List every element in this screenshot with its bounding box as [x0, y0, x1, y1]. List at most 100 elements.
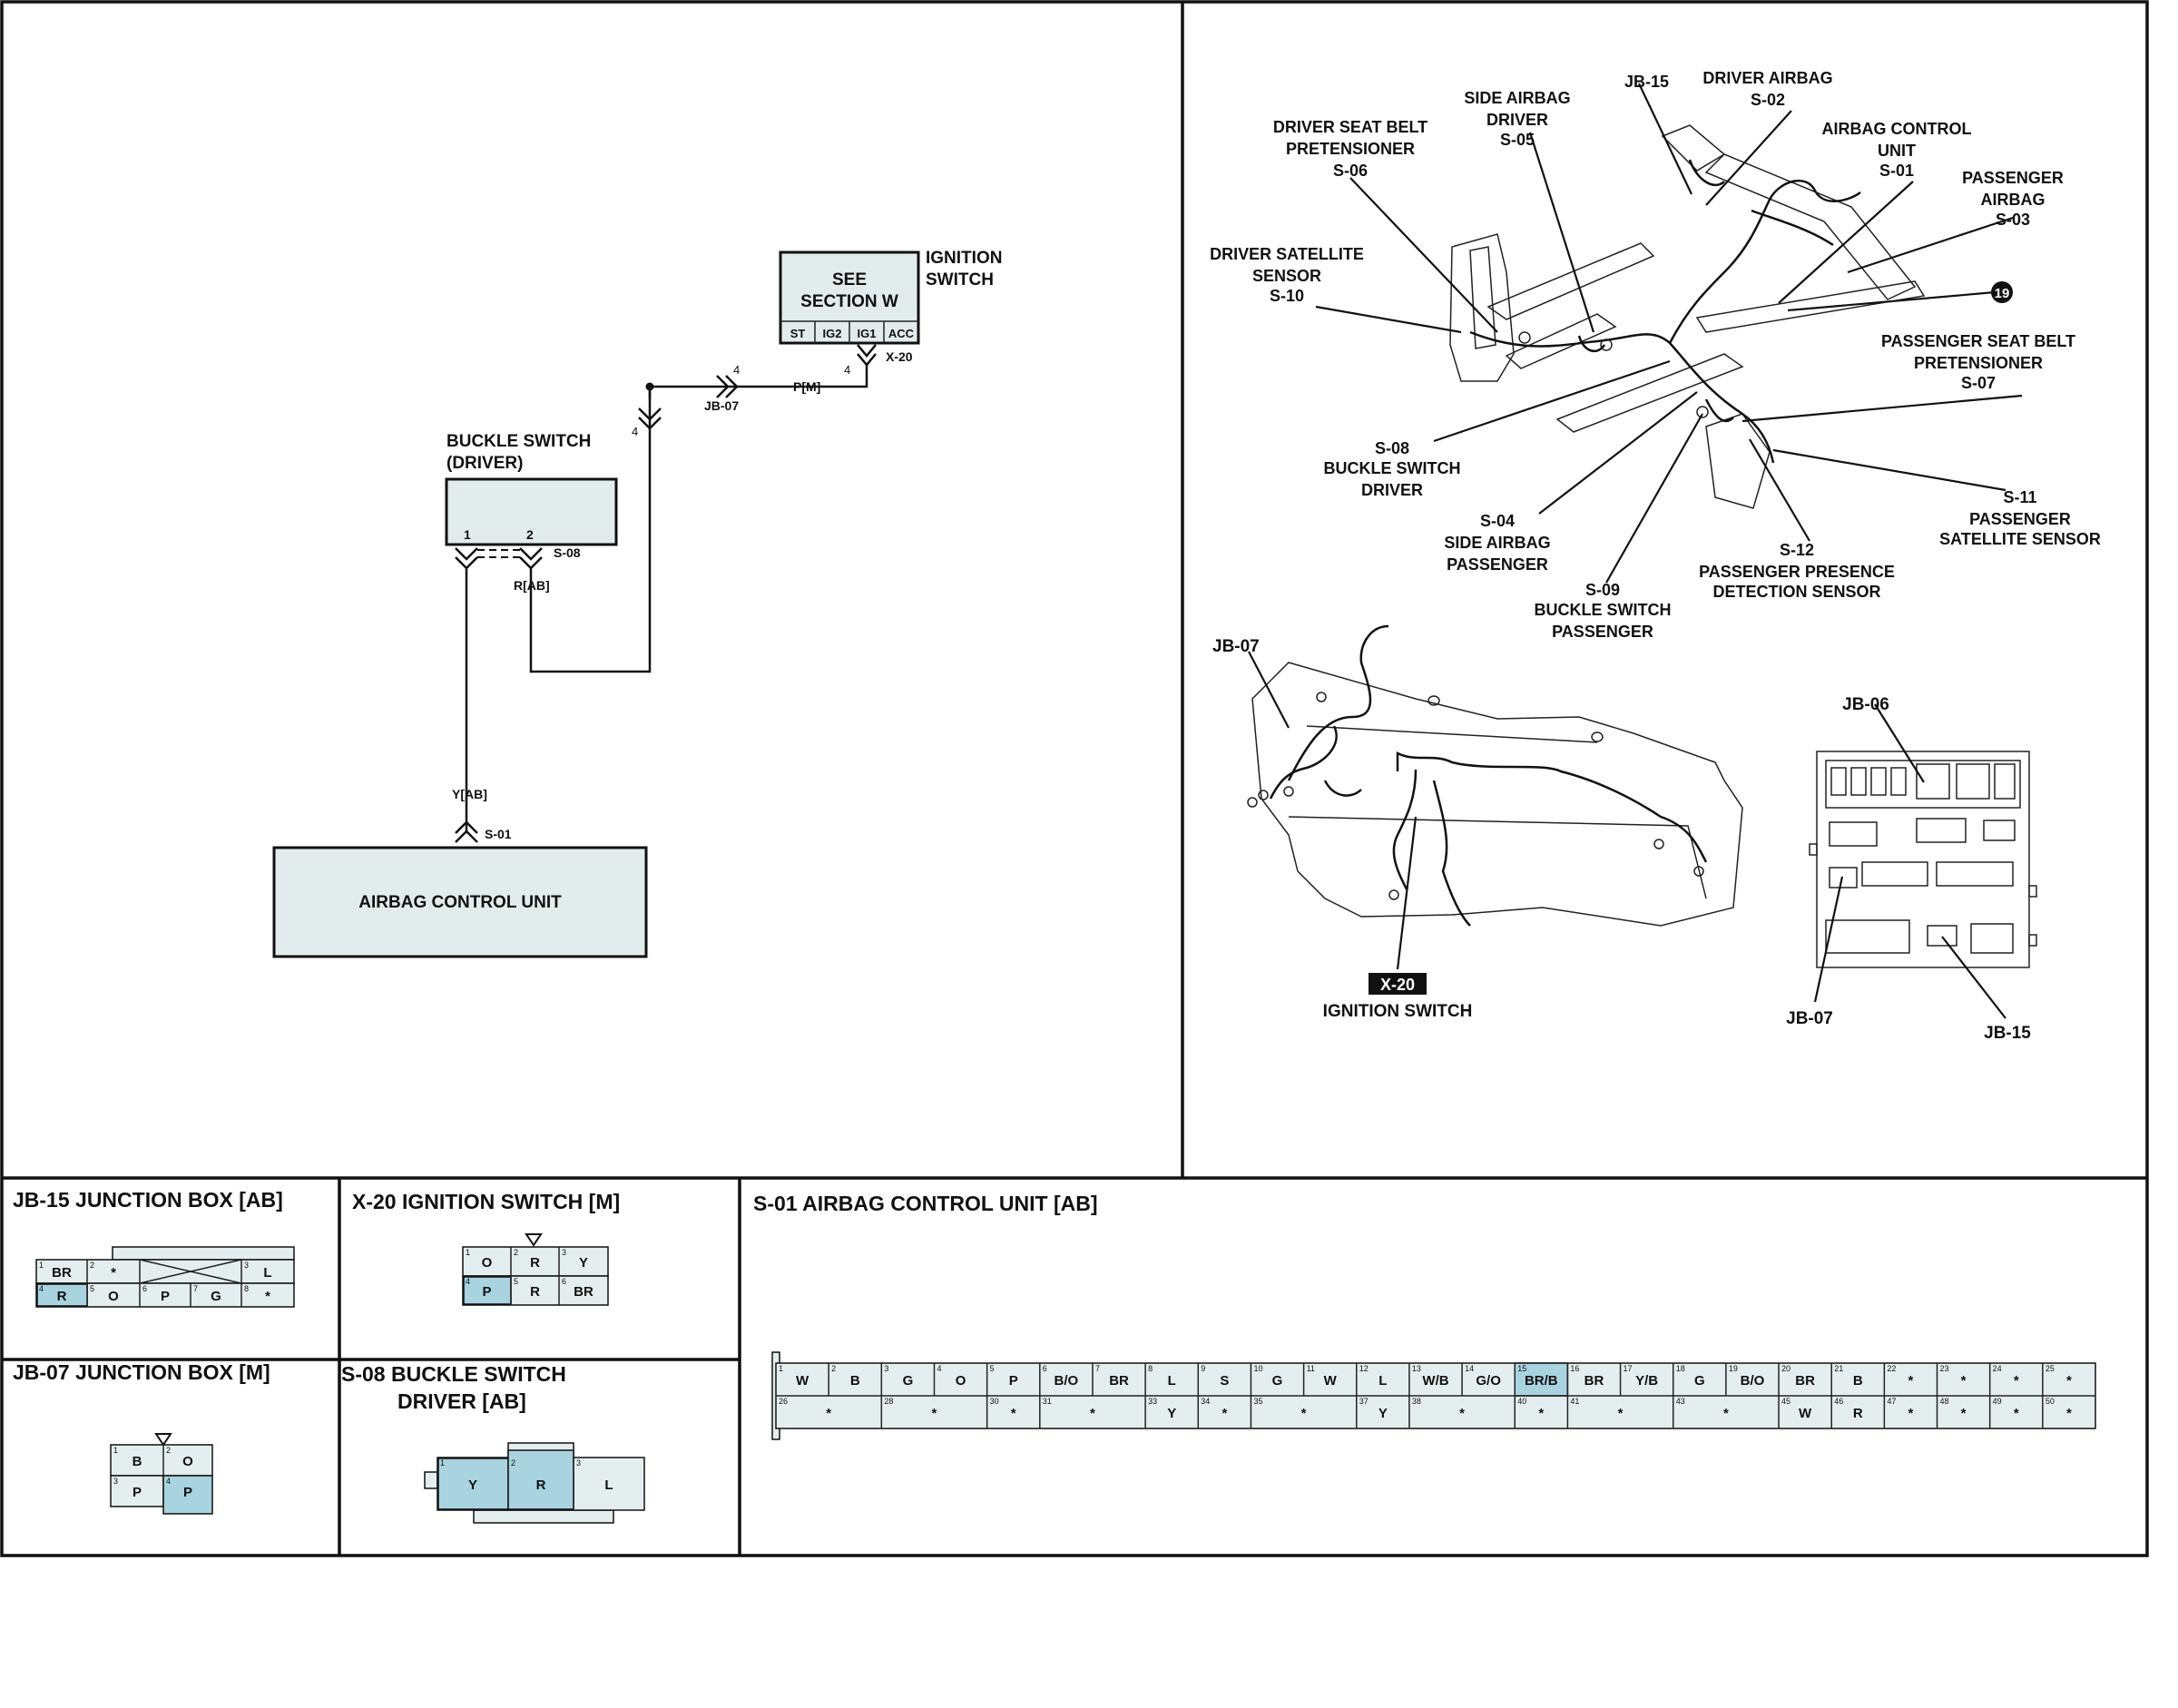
s01-bottom-cell-wire-color: * [1961, 1406, 1967, 1421]
acu-label: AIRBAG CONTROL UNIT [358, 893, 562, 912]
s01-top-cell-wire-color: B/O [1055, 1373, 1079, 1389]
callout-presence-3: DETECTION SENSOR [1712, 583, 1880, 601]
callout-jb06: JB-06 [1842, 695, 1889, 714]
callout-buckle-driver-1: S-08 [1375, 439, 1409, 457]
jb07-cell-wire-color: B [132, 1454, 142, 1469]
s01-bottom-cell-pin-number: 40 [1517, 1397, 1526, 1406]
callout-buckle-pass-3: PASSENGER [1552, 623, 1653, 641]
callout-jb15-box: JB-15 [1984, 1024, 2031, 1043]
callout-pass-sat-2: PASSENGER [1969, 510, 2071, 528]
s08-cell-wire-color: Y [468, 1477, 477, 1493]
s01-bottom-cell-wire-color: * [1618, 1406, 1624, 1421]
callout-pass-pretensioner-1: PASSENGER SEAT BELT [1881, 332, 2075, 350]
callout-presence-2: PASSENGER PRESENCE [1699, 563, 1895, 581]
s01-bottom-cell-wire-color: Y [1378, 1406, 1388, 1421]
s01-bottom-cell-wire-color: * [2014, 1406, 2019, 1421]
jb15-bottom-cell-pin-number: 5 [90, 1284, 94, 1293]
jb07-connector-symbol-b [638, 407, 662, 430]
jb15-bottom-cell-pin-number: 7 [193, 1284, 198, 1293]
s01-top-cell-pin-number: 9 [1201, 1364, 1205, 1373]
s01-bottom-cell-pin-number: 46 [1834, 1397, 1843, 1406]
s01-top-cell-wire-color: Y/B [1635, 1373, 1658, 1389]
callout-jb07-dash: JB-07 [1212, 637, 1260, 656]
s01-top-cell-pin-number: 20 [1781, 1364, 1790, 1373]
callout-pass-sat-3: SATELLITE SENSOR [1939, 530, 2101, 548]
callout-acu-3: S-01 [1879, 162, 1914, 180]
s01-top-cell-wire-color: G/O [1476, 1373, 1501, 1389]
s01-top-cell-wire-color: S [1220, 1373, 1229, 1389]
callout-x20-tag: X-20 [1380, 976, 1415, 994]
s08-cell-pin-number: 2 [511, 1458, 515, 1468]
s01-connector: 1W2B3G4O5P6B/O7BR8L9S10G11W12L13W/B14G/O… [771, 1351, 2096, 1440]
s08-pin2-symbol [519, 547, 543, 570]
vehicle-harness-illustration [1247, 83, 2037, 1019]
x20-tag-bg [1369, 973, 1427, 995]
x20-bottom-cell-pin-number: 6 [562, 1277, 566, 1286]
jb15-bottom-cell-pin-number: 4 [39, 1284, 44, 1293]
s08-pin1-symbol [455, 547, 478, 570]
s01-top-cell-pin-number: 3 [884, 1364, 888, 1373]
s01-top-cell-wire-color: W [1324, 1373, 1338, 1389]
callout-pass-pretensioner-3: S-07 [1961, 374, 1996, 392]
s01-top-cell-wire-color: L [1378, 1373, 1387, 1389]
s01-bottom-cell-pin-number: 50 [2046, 1397, 2055, 1406]
ground-19-label: 19 [1995, 286, 2010, 301]
s01-bottom-cell-pin-number: 30 [990, 1397, 999, 1406]
callout-pass-airbag-2: AIRBAG [1981, 191, 2046, 209]
s01-top-cell-wire-color: * [2014, 1373, 2019, 1389]
s01-top-cell-wire-color: L [1168, 1373, 1176, 1389]
ground-19-marker [1991, 281, 2013, 303]
callout-pass-airbag-1: PASSENGER [1962, 169, 2064, 187]
s01-bottom-cell-pin-number: 34 [1201, 1397, 1210, 1406]
location-callouts: JB-15 DRIVER AIRBAG S-02 SIDE AIRBAG DRI… [1210, 69, 2101, 1043]
s01-top-cell-wire-color: * [1961, 1373, 1967, 1389]
ignition-label-1: IGNITION [926, 249, 1002, 268]
ignition-switch-block: SEE SECTION W ST IG2 IG1 ACC IGNITION SW… [779, 249, 1002, 377]
s01-top-cell-wire-color: P [1009, 1373, 1018, 1389]
connector-views: JB-15 JUNCTION BOX [AB] X-20 IGNITION SW… [13, 1188, 2096, 1524]
s01-bottom-cell-pin-number: 49 [1993, 1397, 2002, 1406]
s01-bottom-cell-pin-number: 45 [1781, 1397, 1790, 1406]
s01-bottom-cell-pin-number: 37 [1359, 1397, 1369, 1406]
callout-presence-1: S-12 [1780, 541, 1814, 559]
s01-bottom-cell-pin-number: 28 [884, 1397, 893, 1406]
s08-cell-wire-color: L [604, 1477, 613, 1493]
wire-y-label: Y[AB] [452, 787, 487, 801]
s01-bottom-cell-wire-color: * [1221, 1406, 1227, 1421]
jb15-top-cell-wire-color: * [111, 1265, 116, 1281]
terminal-st: ST [790, 327, 806, 340]
schematic: SEE SECTION W ST IG2 IG1 ACC IGNITION SW… [272, 249, 1002, 958]
terminal-acc: ACC [888, 327, 915, 340]
x20-top-cell-wire-color: O [482, 1255, 493, 1271]
s01-title: S-01 AIRBAG CONTROL UNIT [AB] [753, 1192, 1098, 1215]
callout-buckle-pass-2: BUCKLE SWITCH [1535, 601, 1672, 619]
s01-top-cell-wire-color: G [1694, 1373, 1705, 1389]
callout-pass-sat-1: S-11 [2003, 488, 2036, 506]
s01-top-cell-pin-number: 14 [1465, 1364, 1474, 1373]
s01-bottom-cell-pin-number: 41 [1570, 1397, 1579, 1406]
x20-connector-label: X-20 [886, 349, 913, 364]
jb07-key-marker [154, 1433, 172, 1447]
s01-top-cell-wire-color: * [2066, 1373, 2072, 1389]
callout-driver-pretensioner-2: PRETENSIONER [1286, 140, 1415, 158]
s01-bottom-cell-wire-color: R [1853, 1406, 1863, 1421]
x20-top-cell-pin-number: 1 [466, 1248, 470, 1257]
s01-top-cell-wire-color: BR [1109, 1373, 1129, 1389]
x20-top-cell-pin-number: 2 [514, 1248, 518, 1257]
jb07-cell-wire-color: P [183, 1485, 192, 1500]
callout-buckle-driver-2: BUCKLE SWITCH [1324, 459, 1461, 477]
s01-top-cell-pin-number: 22 [1887, 1364, 1896, 1373]
jb07-cell-wire-color: P [132, 1485, 142, 1500]
s01-bottom-cell-wire-color: * [1459, 1406, 1465, 1421]
jb07-connector-symbol-a [716, 375, 739, 398]
x20-bottom-cell-pin-number: 5 [514, 1277, 518, 1286]
s01-top-cell-wire-color: W/B [1422, 1373, 1448, 1389]
callout-side-airbag-driver-3: S-05 [1500, 131, 1535, 149]
s01-bottom-cell-wire-color: * [932, 1406, 937, 1421]
s01-connector-symbol [455, 820, 478, 843]
s01-top-cell-pin-number: 6 [1043, 1364, 1047, 1373]
